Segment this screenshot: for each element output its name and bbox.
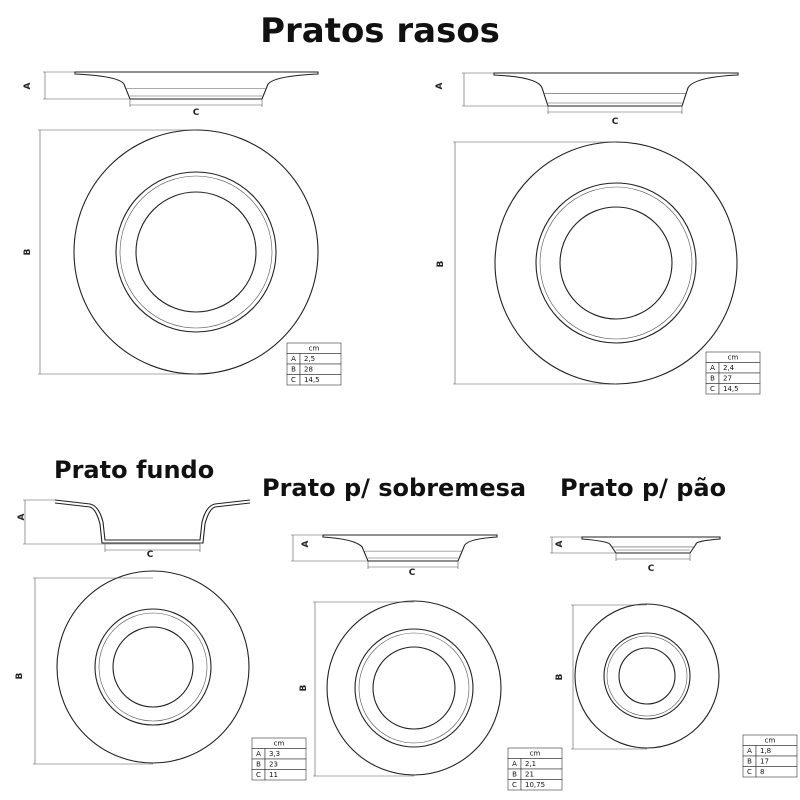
table-value-b: 27: [723, 375, 732, 383]
top-view-well-inner: [119, 175, 273, 329]
table-key-a: A: [291, 355, 296, 363]
top-view-rim: [73, 129, 319, 375]
table-key-b: B: [256, 761, 261, 769]
table-value-c: 11: [269, 771, 278, 779]
dimension-c-label: C: [147, 550, 154, 560]
dimension-a-label: A: [435, 82, 445, 89]
dimension-a-label: A: [23, 82, 33, 89]
table-key-a: A: [512, 760, 517, 768]
dimension-a-label: A: [17, 513, 27, 520]
dimension-b-label: B: [23, 248, 33, 255]
top-view-center: [135, 191, 257, 313]
top-view-rim: [574, 603, 720, 749]
table-value-c: 14,5: [723, 385, 739, 393]
table-key-a: A: [256, 750, 261, 758]
table-value-cell: [718, 383, 761, 395]
table-value-cell: [520, 779, 563, 791]
dimension-c-label: C: [409, 568, 416, 578]
table-value-a: 1,8: [760, 747, 771, 755]
side-profile-outline: [581, 536, 721, 554]
table-key-c: C: [747, 768, 752, 776]
section-title-prato-sobremesa: Prato p/ sobremesa: [262, 474, 527, 502]
table-key-b: B: [512, 771, 517, 779]
dimension-b-label: B: [299, 684, 309, 691]
table-key-a: A: [710, 364, 715, 372]
top-view-well-outer: [603, 632, 691, 720]
dimension-b-label: B: [555, 673, 565, 680]
top-view-center: [372, 646, 456, 730]
table-key-b: B: [747, 758, 752, 766]
table-value-cell: [755, 766, 798, 778]
top-view-well-inner: [539, 186, 693, 340]
side-profile-outline: [54, 499, 251, 541]
dimension-table: cmA 3,3B 23C 11: [251, 737, 307, 781]
top-view-well-inner: [98, 612, 208, 722]
dimension-a-label: A: [301, 540, 311, 547]
top-view-well-outer: [115, 171, 277, 333]
dimension-c-label: C: [648, 564, 655, 574]
dimension-table: cmA 2,4B 27C 14,5: [705, 351, 761, 395]
top-view-center: [112, 626, 194, 708]
dimension-table: cmA 2,1B 21C 10,75: [507, 747, 563, 791]
table-unit-label: cm: [309, 345, 320, 353]
table-key-c: C: [512, 781, 517, 789]
table-value-cell: [299, 374, 342, 386]
top-view-rim: [494, 141, 738, 385]
dimension-a-label: A: [555, 540, 565, 547]
top-view-well-outer: [535, 182, 697, 344]
top-view-center: [559, 206, 673, 320]
table-value-a: 2,5: [304, 355, 315, 363]
page-title: Pratos rasos: [260, 11, 500, 51]
top-view-well-inner: [358, 632, 470, 744]
dimension-table: cmA 2,5B 28C 14,5: [286, 342, 342, 386]
table-key-c: C: [710, 385, 715, 393]
dimension-c-label: C: [612, 117, 619, 127]
top-view-rim: [326, 600, 502, 776]
table-value-c: 10,75: [525, 781, 545, 789]
side-profile-outline: [493, 72, 739, 107]
table-value-a: 2,4: [723, 364, 735, 372]
table-key-b: B: [291, 366, 296, 374]
side-profile-outline: [74, 71, 319, 100]
table-key-b: B: [710, 375, 715, 383]
table-key-a: A: [747, 747, 752, 755]
table-value-b: 23: [269, 761, 278, 769]
table-value-c: 8: [760, 768, 764, 776]
dimension-c-label: C: [193, 108, 200, 118]
table-unit-label: cm: [530, 750, 541, 758]
table-unit-label: cm: [274, 740, 285, 748]
top-view-well-outer: [94, 608, 212, 726]
top-view-well-inner: [606, 635, 688, 717]
section-title-prato-fundo: Prato fundo: [54, 456, 215, 484]
top-view-center: [618, 647, 676, 705]
table-value-b: 17: [760, 758, 769, 766]
table-value-cell: [264, 769, 307, 781]
table-value-a: 3,3: [269, 750, 280, 758]
top-view-rim: [56, 570, 250, 764]
table-value-b: 28: [304, 366, 313, 374]
dimension-b-label: B: [15, 672, 25, 679]
table-unit-label: cm: [765, 737, 776, 745]
side-profile-underside: [54, 502, 251, 544]
table-unit-label: cm: [728, 354, 739, 362]
section-title-prato-pao: Prato p/ pão: [560, 474, 727, 502]
top-view-well-outer: [354, 628, 474, 748]
table-value-b: 21: [525, 771, 534, 779]
table-key-c: C: [256, 771, 261, 779]
table-key-c: C: [291, 376, 296, 384]
dimension-b-label: B: [436, 260, 446, 267]
table-value-a: 2,1: [525, 760, 536, 768]
side-profile-outline: [322, 534, 498, 562]
table-value-c: 14,5: [304, 376, 320, 384]
